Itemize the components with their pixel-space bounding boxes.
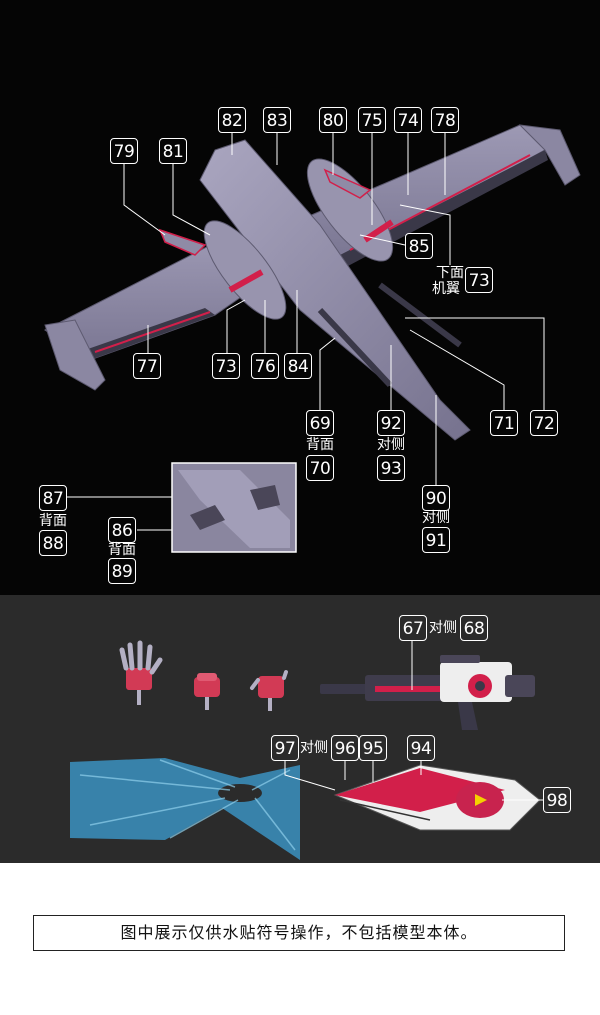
decal-number: 70 [306, 455, 334, 481]
decal-number: 71 [490, 410, 518, 436]
decal-number: 86 [108, 517, 136, 543]
footer-panel [0, 863, 600, 1015]
opposite-side-label: 对侧 [377, 437, 405, 453]
decal-number: 98 [543, 787, 571, 813]
decal-number: 73 [465, 267, 493, 293]
left-wing-tip [44, 319, 106, 391]
decal-number: 80 [319, 107, 347, 133]
right-wing-tip [518, 124, 581, 186]
decal-number: 81 [159, 138, 187, 164]
decal-number: 67 [399, 615, 427, 641]
decal-number: 73 [212, 353, 240, 379]
decal-number: 82 [218, 107, 246, 133]
decal-number: 68 [460, 615, 488, 641]
back-side-label: 背面 [39, 513, 67, 529]
decal-number: 78 [431, 107, 459, 133]
aircraft-illustration [44, 124, 581, 553]
decal-number: 88 [39, 530, 67, 556]
decal-number: 89 [108, 558, 136, 584]
fuselage [199, 139, 471, 441]
decal-number: 75 [358, 107, 386, 133]
opposite-side-label: 对侧 [429, 620, 457, 636]
decal-number: 92 [377, 410, 405, 436]
decal-number: 77 [133, 353, 161, 379]
decal-number: 93 [377, 455, 405, 481]
decal-number: 94 [407, 735, 435, 761]
accessories-panel [0, 595, 600, 863]
decal-number: 91 [422, 527, 450, 553]
back-side-label: 背面 [306, 437, 334, 453]
back-side-label: 背面 [108, 542, 136, 558]
lower-wing-label: 机翼 [432, 281, 460, 297]
disclaimer-note: 图中展示仅供水贴符号操作，不包括模型本体。 [33, 915, 565, 951]
opposite-side-label: 对侧 [422, 510, 450, 526]
decal-number: 83 [263, 107, 291, 133]
decal-number: 97 [271, 735, 299, 761]
decal-number: 87 [39, 485, 67, 511]
decal-number: 69 [306, 410, 334, 436]
decal-number: 90 [422, 485, 450, 511]
decal-number: 79 [110, 138, 138, 164]
lower-wing-label: 下面 [436, 265, 464, 281]
decal-number: 96 [331, 735, 359, 761]
decal-number: 85 [405, 233, 433, 259]
decal-number: 76 [251, 353, 279, 379]
opposite-side-label: 对侧 [300, 740, 328, 756]
decal-number: 84 [284, 353, 312, 379]
decal-number: 72 [530, 410, 558, 436]
decal-number: 95 [359, 735, 387, 761]
decal-number: 74 [394, 107, 422, 133]
